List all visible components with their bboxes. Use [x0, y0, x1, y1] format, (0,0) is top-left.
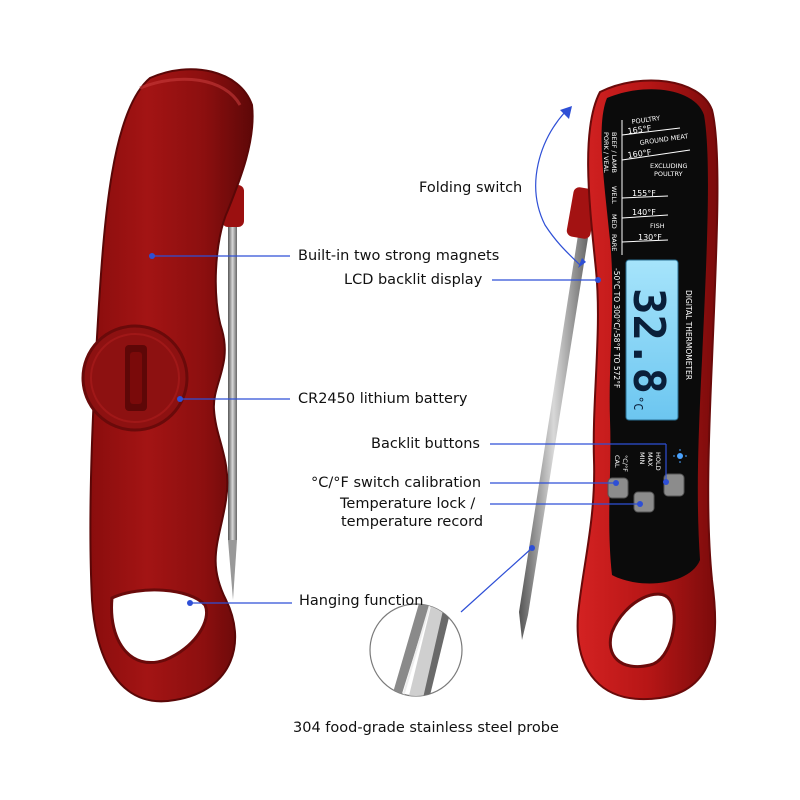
guide-fish: FISH — [650, 222, 665, 230]
label-hold: HOLD — [654, 452, 662, 471]
lcd-reading: 32.8 — [623, 288, 674, 394]
guide-med: MED — [610, 214, 618, 229]
callout-backlit-buttons: Backlit buttons — [371, 436, 480, 452]
guide-t155: 155°F — [632, 189, 656, 198]
callout-magnets: Built-in two strong magnets — [298, 248, 500, 264]
guide-poultry: POULTRY — [631, 114, 660, 126]
backlight-button[interactable] — [663, 473, 685, 497]
callout-dots — [149, 106, 669, 606]
label-max: MAX — [646, 452, 654, 467]
thermometer-back-view — [81, 68, 254, 703]
probe-detail-inset — [369, 603, 463, 697]
guide-excluding-poultry: POULTRY — [654, 170, 683, 178]
brand-text: DIGITAL THERMOMETER — [684, 290, 693, 380]
guide-ground-meat-temp: 160°F — [627, 148, 652, 160]
lcd-range-text: -50°C TO 300°C/-58°F TO 572°F — [612, 268, 621, 388]
callout-hanging: Hanging function — [299, 593, 424, 609]
hanging-hole-left — [110, 588, 208, 664]
guide-excluding: EXCLUDING — [650, 162, 688, 170]
guide-rare: RARE — [610, 234, 618, 251]
guide-beef-lamb: BEEF / LAMB — [610, 132, 618, 173]
lcd-display: 32.8 °C — [623, 259, 679, 421]
guide-pork-veal: PORK / VEAL — [602, 132, 610, 173]
lcd-unit: °C — [631, 396, 645, 410]
callout-folding-switch: Folding switch — [419, 180, 523, 196]
guide-well: WELL — [610, 186, 618, 204]
hanging-hole-right — [608, 592, 676, 668]
callout-cf-switch: °C/°F switch calibration — [311, 475, 482, 491]
callout-temp-lock-2: temperature record — [341, 514, 484, 530]
label-cf: °C/°F — [621, 455, 629, 472]
temperature-guide — [621, 120, 691, 255]
backlight-icon — [673, 449, 687, 463]
label-min: MIN — [638, 452, 646, 465]
hold-button[interactable] — [633, 491, 655, 513]
callout-battery: CR2450 lithium battery — [298, 391, 468, 407]
guide-t130: 130°F — [638, 233, 662, 242]
callout-lcd: LCD backlit display — [344, 272, 483, 288]
label-cal: CAL — [613, 455, 621, 468]
callout-lines — [152, 111, 667, 613]
battery-cover[interactable] — [81, 324, 189, 432]
callout-probe: 304 food-grade stainless steel probe — [293, 720, 559, 736]
probe-left — [222, 185, 244, 600]
guide-poultry-temp: 165°F — [627, 124, 652, 136]
callout-temp-lock-1: Temperature lock / — [340, 496, 476, 512]
guide-t140: 140°F — [632, 208, 656, 217]
thermometer-front-view: POULTRY 165°F GROUND MEAT 160°F EXCLUDIN… — [519, 79, 719, 701]
